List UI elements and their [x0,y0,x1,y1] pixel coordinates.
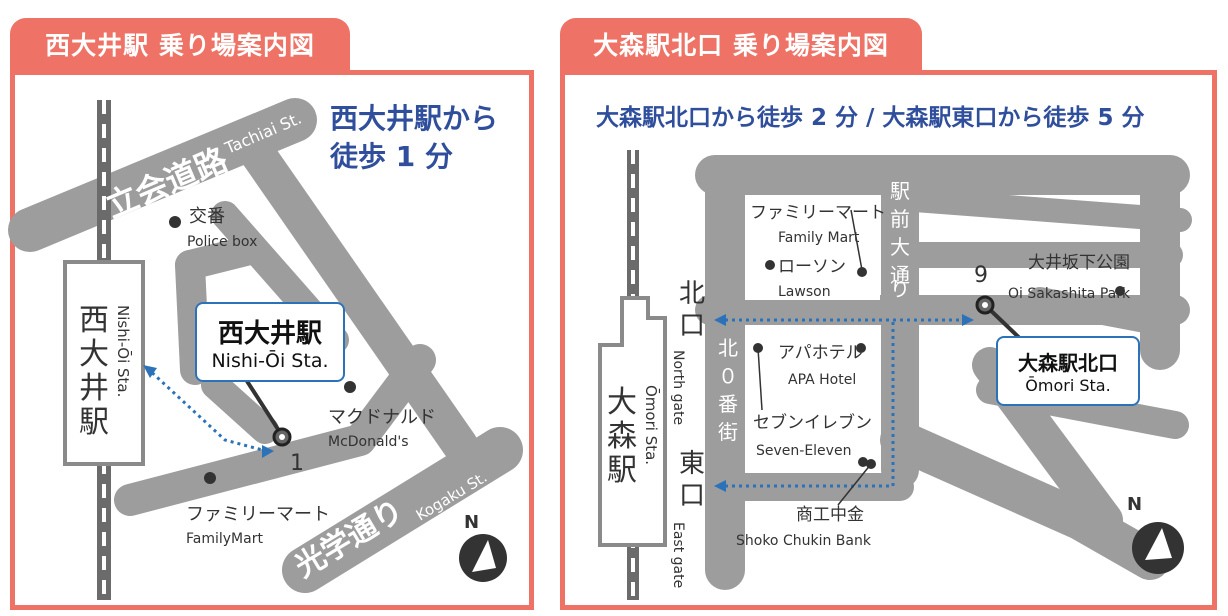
walking-route-east [718,320,895,488]
left-branch-road [175,250,210,385]
lawson-ja: ローソン [778,257,846,277]
police-ja: 交番 [189,206,225,227]
route-arrow-left [143,365,157,378]
kogaku-road [282,427,523,593]
right-map-panel: 大森駅北口 乗り場案内図 [560,0,1228,616]
left-map-canvas: 立会道路 Tachiai St. 光学通り Kogaku St. 西 大 井 駅… [8,98,523,600]
svg-text:０: ０ [718,364,738,388]
compass-n: N [1127,494,1142,515]
svg-text:北: 北 [718,336,738,360]
left-map-panel: 西大井駅 乗り場案内図 [0,0,540,616]
street-ekimae-vertical: 駅 前 大 通 り [890,179,910,301]
svg-text:口: 口 [679,481,705,511]
police-box-dot [169,216,181,228]
seven-en: Seven-Eleven [756,443,851,459]
station-label-vertical: 西 大 井 駅 Nishi-Ōi Sta. [79,303,133,440]
east-gate-en: East gate [670,522,686,588]
stop-label-box: 大森駅北口 Ōmori Sta. [996,336,1140,406]
apa-en: APA Hotel [788,372,856,388]
seven-ja: セブンイレブン [753,412,872,433]
station-label-ja: 西大井駅 [217,318,322,349]
walking-route [145,366,271,454]
svg-text:駅: 駅 [890,179,910,203]
mcdonalds-dot [344,381,356,393]
stop-number: 1 [290,451,304,476]
svg-text:街: 街 [718,420,738,444]
left-map-title: 西大井駅 乗り場案内図 [10,18,350,70]
lawson-en: Lawson [778,284,831,300]
svg-text:り: り [890,277,910,301]
svg-text:通: 通 [890,263,910,287]
lawson-dot [765,260,775,270]
police-en: Police box [187,234,257,250]
fm-en: Family Mart [778,230,860,246]
park-dot [1115,286,1125,296]
park-ja: 大井坂下公園 [1028,253,1130,273]
park-en: Oi Sakashita Park [1008,286,1131,302]
bank-ja: 商工中金 [796,505,864,525]
svg-text:西: 西 [79,303,109,338]
right-map-title: 大森駅北口 乗り場案内図 [560,18,922,70]
compass-icon [459,534,507,582]
svg-text:東: 東 [679,449,705,479]
apa-ja: アパホテル [778,343,863,363]
familymart-dot [204,472,216,484]
diagonal-road-4 [1027,287,1158,333]
north-gate-en: North gate [670,350,686,425]
svg-text:駅: 駅 [607,453,637,488]
apa-right-dot [856,343,866,353]
compass-n: N [464,512,479,533]
svg-text:駅: 駅 [79,405,109,440]
route-arrow-right [262,445,274,458]
svg-text:北: 北 [679,279,705,309]
stop-number: 9 [974,263,988,288]
walk-time-line2: 徒歩 1 分 [330,140,453,173]
svg-text:大: 大 [607,385,637,420]
stop-label-en: Ōmori Sta. [1025,376,1111,395]
route-arrow-north-gate [714,314,726,326]
station-en-vertical: Nishi-Ōi Sta. [114,305,133,397]
mcd-en: McDonald's [328,434,409,450]
station-label-vertical: 大 森 駅 Ōmori Sta. [607,385,661,488]
street-kita0-vertical: 北 ０ 番 街 [718,336,738,444]
bank-en: Shoko Chukin Bank [736,533,872,549]
left-branch-top [175,235,265,280]
stop-label-ja: 大森駅北口 [1018,351,1118,375]
mcd-ja: マクドナルド [328,407,436,428]
nishioi-station-building [63,260,145,466]
walk-time: 大森駅北口から徒歩 2 分 / 大森駅東口から徒歩 5 分 [596,105,1145,131]
diagonal-road-1 [880,420,1170,580]
route-arrow-east-gate [714,480,726,492]
svg-text:口: 口 [679,311,705,341]
block-apa-seven [745,330,880,470]
svg-text:井: 井 [79,371,109,406]
svg-text:前: 前 [890,207,910,231]
fm-en: FamilyMart [186,531,263,547]
walk-time-line1: 西大井駅から [330,102,499,135]
lower-connector [201,371,279,444]
omori-station-building [598,296,667,547]
station-en-vertical: Ōmori Sta. [642,385,661,465]
seven-dot [858,457,868,467]
station-label-en: Nishi-Ōi Sta. [211,349,329,372]
road-segment-3 [903,188,1192,232]
familymart-dot [857,267,867,277]
right-map-canvas: 大 森 駅 Ōmori Sta. 北 口 North gate 東 口 East… [598,150,1192,600]
walk-time: 西大井駅から 徒歩 1 分 [330,100,498,176]
route-arrow-stop [962,314,974,326]
station-label-box: 西大井駅 Nishi-Ōi Sta. [195,302,345,382]
svg-text:大: 大 [890,235,910,259]
svg-text:大: 大 [79,337,109,372]
main-diagonal-road [237,132,478,463]
compass-icon [1132,522,1184,574]
fm-ja: ファミリーマート [186,504,330,525]
fm-ja: ファミリーマート [750,203,886,223]
svg-text:番: 番 [718,392,738,416]
svg-text:森: 森 [607,419,637,454]
